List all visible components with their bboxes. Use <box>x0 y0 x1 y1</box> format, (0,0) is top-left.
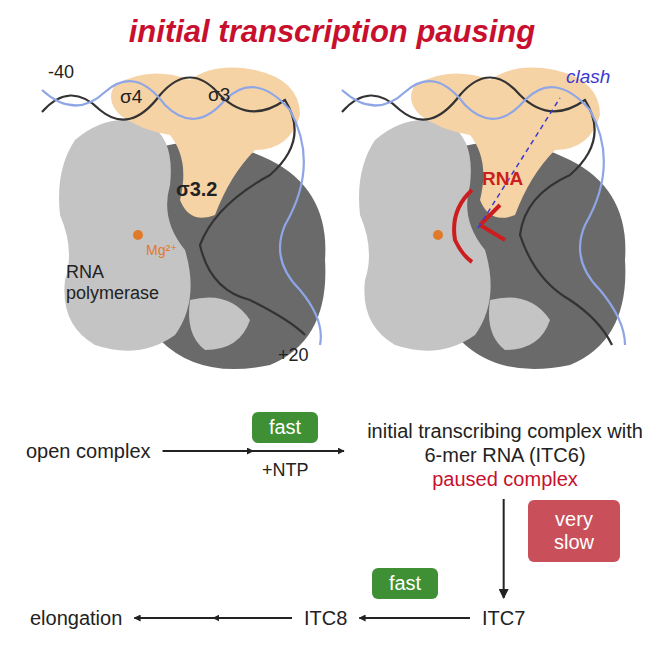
annotation-label: RNA polymerase <box>66 262 176 304</box>
rna-strand <box>480 205 505 240</box>
polymerase-shape <box>59 68 325 370</box>
reaction-arrow <box>134 617 292 619</box>
annotation-label: σ4 <box>120 86 142 108</box>
annotation-label: RNA <box>482 168 523 190</box>
state-box: elongation <box>26 604 126 632</box>
annotation-label: σ3 <box>208 84 230 106</box>
annotation-label: σ3.2 <box>176 178 217 201</box>
state-box: initial transcribing complex with 6-mer … <box>352 417 658 493</box>
annotation-label: +20 <box>278 345 309 366</box>
state-box: ITC7 <box>478 604 529 632</box>
annotation-label: +NTP <box>262 460 309 481</box>
polymerase-shape <box>359 68 625 370</box>
clash-line <box>478 98 560 228</box>
rate-badge: very slow <box>528 500 620 562</box>
rate-badge: fast <box>252 412 318 443</box>
rna-strand <box>454 190 472 262</box>
state-name: open complex <box>26 439 151 463</box>
state-name: ITC8 <box>304 606 347 630</box>
state-name: ITC7 <box>482 606 525 630</box>
state-name: initial transcribing complex with 6-mer … <box>356 419 654 467</box>
state-name: elongation <box>30 606 122 630</box>
annotation-label: Mg²⁺ <box>146 242 178 258</box>
state-box: open complex <box>22 437 155 465</box>
dna-strands <box>42 78 625 346</box>
reaction-arrow <box>359 617 470 619</box>
state-note: paused complex <box>356 467 654 491</box>
annotation-label: -40 <box>48 62 74 83</box>
rate-badge: fast <box>372 568 438 599</box>
title: initial transcription pausing <box>0 14 664 50</box>
state-box: ITC8 <box>300 604 351 632</box>
reaction-arrow <box>163 450 344 452</box>
mg-ion <box>133 230 143 240</box>
reaction-arrow <box>503 499 505 598</box>
annotation-label: clash <box>566 66 610 88</box>
mg-ion <box>433 230 443 240</box>
